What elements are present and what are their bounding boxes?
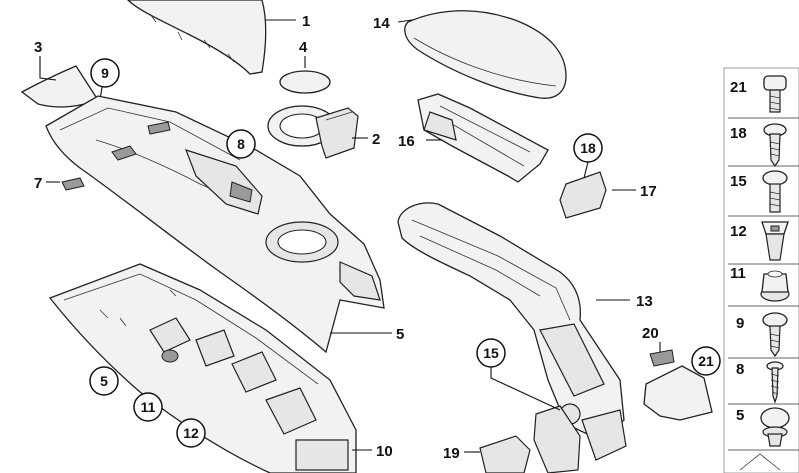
callout-3: 3 xyxy=(34,39,42,56)
fastener-panel: 21 18 15 12 11 xyxy=(723,67,799,473)
callout-11: 11 xyxy=(141,399,156,415)
callout-13: 13 xyxy=(636,293,653,310)
callout-1: 1 xyxy=(302,13,310,30)
callout-5b-circle xyxy=(89,366,119,396)
fastener-num-18: 18 xyxy=(730,125,747,142)
leader-3 xyxy=(39,56,57,81)
part-2-cup-ring xyxy=(267,105,359,159)
part-4-disc xyxy=(279,70,331,94)
callout-14: 14 xyxy=(373,15,390,32)
callout-7: 7 xyxy=(34,175,42,192)
callout-19: 19 xyxy=(443,445,460,462)
clip-nut-icon xyxy=(761,221,789,261)
fastener-num-15: 15 xyxy=(730,173,747,190)
part-13-armrest-frame xyxy=(397,202,627,473)
fastener-num-5: 5 xyxy=(736,407,744,424)
callout-10: 10 xyxy=(376,443,393,460)
callout-4: 4 xyxy=(299,39,308,56)
callout-15: 15 xyxy=(483,345,499,361)
push-rivet-icon xyxy=(760,407,790,447)
part-14-armrest-lid xyxy=(404,10,567,99)
screw-icon xyxy=(763,123,787,168)
callout-9-circle xyxy=(90,58,120,88)
tapping-screw-icon xyxy=(766,361,784,404)
fastener-num-11: 11 xyxy=(730,265,746,282)
callout-21-circle xyxy=(691,346,721,376)
bolt-icon xyxy=(763,75,787,113)
nut-icon xyxy=(760,270,790,302)
callout-9: 9 xyxy=(101,65,109,81)
part-19-cover xyxy=(479,435,531,473)
callout-5b: 5 xyxy=(100,373,108,389)
callout-21: 21 xyxy=(698,353,714,369)
callout-5a: 5 xyxy=(396,326,404,343)
leader-14 xyxy=(397,19,413,23)
callout-2: 2 xyxy=(372,131,380,148)
part-20-clip xyxy=(649,349,675,367)
fastener-num-9: 9 xyxy=(736,315,744,332)
fastener-num-8: 8 xyxy=(736,361,744,378)
callout-20: 20 xyxy=(642,325,659,342)
bolt-icon xyxy=(762,170,788,213)
callout-12: 12 xyxy=(183,425,199,441)
part-17-clip xyxy=(559,171,607,219)
leader-15 xyxy=(490,367,561,411)
callout-12-circle xyxy=(176,418,206,448)
fastener-num-12: 12 xyxy=(730,223,747,240)
callout-17: 17 xyxy=(640,183,657,200)
callout-18: 18 xyxy=(580,140,596,156)
screw-icon xyxy=(762,312,788,358)
callout-16: 16 xyxy=(398,133,415,150)
part-3-mat xyxy=(20,65,99,108)
part-5-center-console xyxy=(45,95,385,354)
callout-11-circle xyxy=(133,392,163,422)
part-1-cover xyxy=(127,0,267,75)
part-7-plate xyxy=(61,177,85,191)
callout-8-circle xyxy=(226,129,256,159)
part-21-bracket xyxy=(643,365,713,421)
fastener-num-21: 21 xyxy=(730,79,747,96)
callout-8: 8 xyxy=(237,136,245,152)
part-16-storage-tray xyxy=(417,93,549,183)
part-10-console-frame xyxy=(48,263,357,473)
leader-18 xyxy=(583,161,589,179)
